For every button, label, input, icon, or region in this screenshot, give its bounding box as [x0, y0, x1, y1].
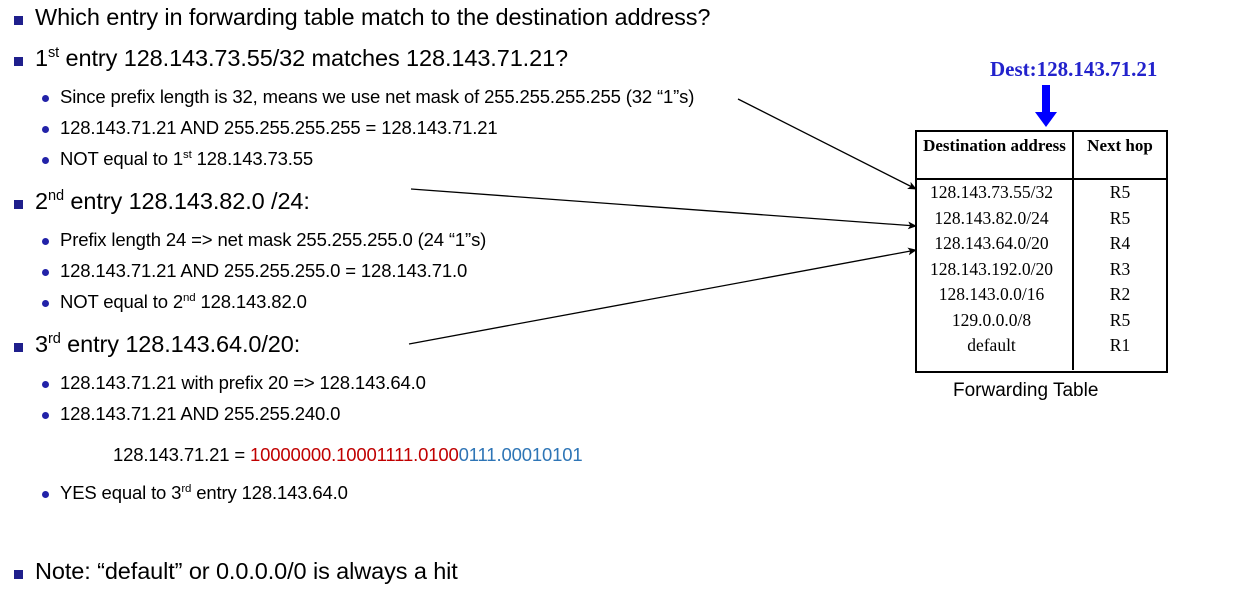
table-row: 129.0.0.0/8 [951, 309, 1032, 330]
forwarding-table-figure: Dest:128.143.71.21 Destination address N… [893, 55, 1238, 415]
square-bullet-icon [14, 570, 23, 579]
ordinal-suffix: nd [47, 188, 64, 205]
bullet-entry-3-detail-2-text: 128.143.71.21 AND 255.255.240.0 [60, 403, 341, 424]
dot-bullet-icon [42, 381, 49, 388]
bullet-entry-3-detail-1-text: 128.143.71.21 with prefix 20 => 128.143.… [60, 372, 426, 393]
bullet-entry-3-text: 3rd entry 128.143.64.0/20: [35, 331, 301, 357]
bullet-question: Which entry in forwarding table match to… [14, 4, 711, 30]
table-row: R5 [1109, 309, 1131, 330]
dot-bullet-icon [42, 126, 49, 133]
bullet-entry-2-detail-2: 128.143.71.21 AND 255.255.255.0 = 128.14… [42, 260, 468, 281]
bullet-entry-1-detail-2: 128.143.71.21 AND 255.255.255.255 = 128.… [42, 117, 498, 138]
header-destination-address: Destination address [917, 132, 1074, 178]
table-row: R5 [1109, 207, 1131, 228]
table-row: 128.143.64.0/20 [934, 233, 1049, 253]
bullet-entry-3-detail-3-text: YES equal to 3rd entry 128.143.64.0 [60, 482, 348, 503]
bullet-entry-1-detail-2-text: 128.143.71.21 AND 255.255.255.255 = 128.… [60, 117, 498, 138]
table-header-row: Destination address Next hop [917, 132, 1166, 180]
destination-down-arrow-icon [1035, 85, 1057, 127]
bullet-note: Note: “default” or 0.0.0.0/0 is always a… [14, 558, 458, 584]
ordinal-suffix: rd [47, 331, 61, 348]
ordinal-suffix: rd [181, 482, 192, 495]
binary-suffix-bits: 0111.00010101 [458, 444, 583, 465]
bullet-entry-2-detail-1: Prefix length 24 => net mask 255.255.255… [42, 229, 487, 250]
square-bullet-icon [14, 343, 23, 352]
dot-bullet-icon [42, 157, 49, 164]
table-row: R3 [1109, 258, 1131, 279]
bullet-note-text: Note: “default” or 0.0.0.0/0 is always a… [35, 558, 458, 584]
bullet-entry-1-detail-1-text: Since prefix length is 32, means we use … [60, 86, 695, 107]
table-body: 128.143.73.55/32 128.143.82.0/24 128.143… [917, 180, 1166, 370]
bullet-entry-1-detail-1: Since prefix length is 32, means we use … [42, 86, 695, 107]
bullet-question-text: Which entry in forwarding table match to… [35, 4, 711, 30]
table-row: R1 [1109, 335, 1131, 355]
bullet-entry-1: 1st entry 128.143.73.55/32 matches 128.1… [14, 45, 569, 71]
table-row: R4 [1109, 233, 1131, 253]
table-row: 128.143.73.55/32 [930, 182, 1053, 202]
table-row: 128.143.82.0/24 [934, 207, 1049, 228]
table-row: 128.143.0.0/16 [938, 284, 1045, 304]
table-row: default [967, 335, 1016, 355]
bullet-entry-1-text: 1st entry 128.143.73.55/32 matches 128.1… [35, 45, 569, 71]
table-row: R2 [1109, 284, 1131, 304]
dot-bullet-icon [42, 491, 49, 498]
dot-bullet-icon [42, 95, 49, 102]
table-row: R5 [1109, 182, 1131, 202]
column-next-hop: R5 R5 R4 R3 R2 R5 R1 [1074, 180, 1166, 370]
binary-prefix-bits: 10000000.10001111.0100 [250, 444, 459, 465]
header-next-hop: Next hop [1087, 136, 1153, 155]
bullet-entry-3-detail-1: 128.143.71.21 with prefix 20 => 128.143.… [42, 372, 426, 393]
bullet-entry-2-detail-1-text: Prefix length 24 => net mask 255.255.255… [60, 229, 487, 250]
dot-bullet-icon [42, 238, 49, 245]
bullet-entry-2-detail-3: NOT equal to 2nd 128.143.82.0 [42, 291, 307, 312]
ordinal-suffix: st [183, 148, 192, 161]
bullet-entry-1-detail-3: NOT equal to 1st 128.143.73.55 [42, 148, 314, 169]
destination-label: Dest:128.143.71.21 [990, 57, 1158, 81]
dot-bullet-icon [42, 412, 49, 419]
bullet-entry-2-text: 2nd entry 128.143.82.0 /24: [35, 188, 310, 214]
binary-label: 128.143.71.21 = [113, 444, 250, 465]
bullet-entry-2-detail-2-text: 128.143.71.21 AND 255.255.255.0 = 128.14… [60, 260, 468, 281]
column-destination-address: 128.143.73.55/32 128.143.82.0/24 128.143… [917, 180, 1074, 370]
table-caption: Forwarding Table [953, 380, 1099, 401]
ordinal-suffix: nd [183, 291, 196, 304]
binary-breakdown-line: 128.143.71.21 = 10000000.10001111.010001… [113, 444, 583, 465]
ordinal-suffix: st [47, 45, 60, 62]
bullet-entry-2: 2nd entry 128.143.82.0 /24: [14, 188, 310, 214]
forwarding-table: Destination address Next hop 128.143.73.… [915, 130, 1168, 373]
bullet-entry-3-detail-3: YES equal to 3rd entry 128.143.64.0 [42, 482, 348, 503]
square-bullet-icon [14, 16, 23, 25]
dot-bullet-icon [42, 269, 49, 276]
table-row: 128.143.192.0/20 [930, 258, 1053, 279]
bullet-entry-2-detail-3-text: NOT equal to 2nd 128.143.82.0 [60, 291, 307, 312]
square-bullet-icon [14, 200, 23, 209]
bullet-entry-1-detail-3-text: NOT equal to 1st 128.143.73.55 [60, 148, 314, 169]
dot-bullet-icon [42, 300, 49, 307]
bullet-entry-3-detail-2: 128.143.71.21 AND 255.255.240.0 [42, 403, 341, 424]
square-bullet-icon [14, 57, 23, 66]
bullet-entry-3: 3rd entry 128.143.64.0/20: [14, 331, 301, 357]
